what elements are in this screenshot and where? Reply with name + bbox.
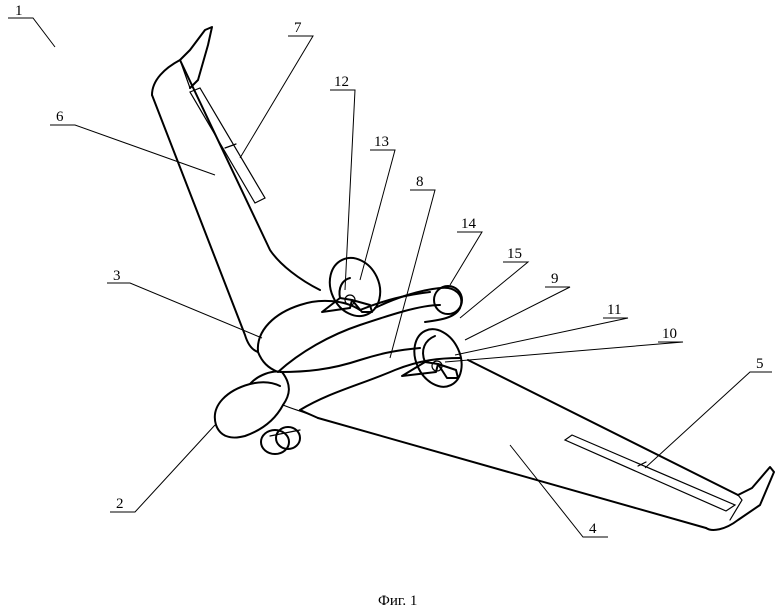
- label-1: 1: [15, 3, 23, 19]
- label-12: 12: [334, 74, 349, 90]
- left-propeller: [321, 256, 382, 318]
- reference-numerals: 1 2 3 4 5 6 7 8 9 10 11 12 13 14 15: [15, 3, 764, 537]
- label-14: 14: [461, 216, 477, 232]
- landing-gear: [260, 426, 301, 455]
- engine-pod: [374, 285, 463, 323]
- right-propeller: [401, 328, 463, 388]
- figure-caption: Фиг. 1: [378, 593, 417, 609]
- label-13: 13: [374, 134, 389, 150]
- left-wing: [151, 26, 321, 353]
- label-5: 5: [756, 356, 764, 372]
- label-7: 7: [294, 20, 302, 36]
- label-10: 10: [662, 326, 677, 342]
- fuselage: [256, 291, 461, 419]
- label-4: 4: [589, 521, 597, 537]
- label-8: 8: [416, 174, 424, 190]
- label-3: 3: [113, 268, 121, 284]
- label-9: 9: [551, 271, 559, 287]
- right-wing: [317, 359, 775, 531]
- label-2: 2: [116, 496, 124, 512]
- label-6: 6: [56, 109, 64, 125]
- label-11: 11: [607, 302, 621, 318]
- leader-lines: [8, 17, 772, 538]
- label-15: 15: [507, 246, 522, 262]
- nose: [213, 370, 319, 439]
